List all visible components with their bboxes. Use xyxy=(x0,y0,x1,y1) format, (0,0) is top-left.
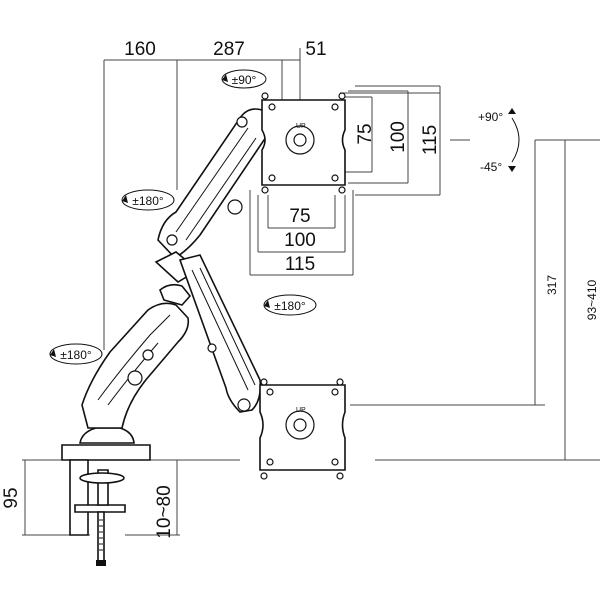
height-range-label: 93~410 xyxy=(585,279,599,320)
top-dimension-lines xyxy=(103,48,301,350)
base-joint-label: ±180° xyxy=(60,348,92,362)
vesa-vertical-75-label: 75 xyxy=(355,123,376,144)
top-swivel-label: ±90° xyxy=(232,73,257,87)
upper-arm xyxy=(154,108,271,283)
tilt-down-label: -45° xyxy=(480,160,502,174)
tilt-up-label: +90° xyxy=(478,110,503,124)
vesa-horizontal-dimension-lines xyxy=(249,190,354,276)
bottom-vesa-up-label: UP xyxy=(296,407,306,414)
bottom-vesa-plate xyxy=(259,378,346,480)
height-dimension-lines xyxy=(350,139,600,461)
desk-thickness-label: 10~80 xyxy=(154,485,175,538)
base-joint-rotation-icon xyxy=(49,343,103,365)
desk-clamp xyxy=(61,444,151,566)
top-vesa-plate xyxy=(261,92,346,194)
vesa-vertical-115-label: 115 xyxy=(420,125,441,155)
clamp-height-label: 95 xyxy=(1,487,22,508)
top-vesa-up-label: UP xyxy=(296,123,306,130)
lower-arm xyxy=(79,283,192,444)
tilt-arrow-icon xyxy=(508,108,520,172)
middle-joint-label: ±180° xyxy=(274,299,306,313)
dim-287-label: 287 xyxy=(213,39,245,60)
top-swivel-rotation-icon xyxy=(221,69,267,89)
vesa-horizontal-75-label: 75 xyxy=(289,206,310,227)
height-317-label: 317 xyxy=(545,275,559,295)
upper-joint-label: ±180° xyxy=(132,194,164,208)
dim-160-label: 160 xyxy=(124,39,156,60)
upper-joint-rotation-icon xyxy=(121,189,175,211)
vesa-vertical-dimension-lines xyxy=(340,85,441,196)
vesa-horizontal-115-label: 115 xyxy=(285,254,315,275)
middle-joint-rotation-icon xyxy=(263,294,317,316)
vesa-vertical-100-label: 100 xyxy=(388,121,409,153)
clamp-dimension-lines xyxy=(22,459,240,536)
dim-51-label: 51 xyxy=(305,39,326,60)
gas-spring-arm xyxy=(178,254,262,413)
vesa-horizontal-100-label: 100 xyxy=(284,230,316,251)
